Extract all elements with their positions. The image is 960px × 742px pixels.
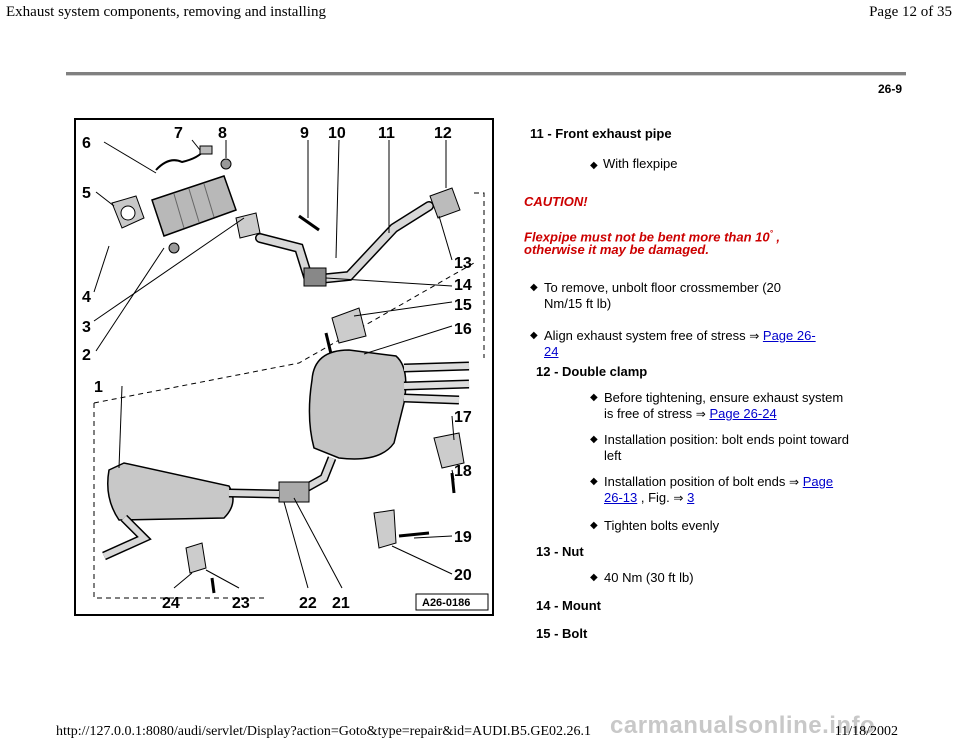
flexpipe [303,267,327,287]
callout-20: 20 [454,567,472,584]
callout-23: 23 [232,595,250,612]
callout-3: 3 [82,319,91,336]
link-page-26-13[interactable]: Page [802,474,834,489]
diamond-bullet-icon: ◆ [590,572,598,583]
callout-22: 22 [299,595,317,612]
callout-1: 1 [94,379,103,396]
callout-10: 10 [328,125,346,142]
arrow-right-icon: ⇒ [673,491,684,505]
diamond-bullet-icon: ◆ [590,392,598,403]
footer-url: http://127.0.0.1:8080/audi/servlet/Displ… [56,724,591,739]
arrow-right-icon: ⇒ [749,329,760,343]
callout-16: 16 [454,321,472,338]
item-12-bullet-bolt-ends: ◆ Installation position of bolt ends ⇒ P… [590,474,834,505]
caution-text: Flexpipe must not be bent more than 10° … [524,229,781,245]
callout-18: 18 [454,463,472,480]
callout-5: 5 [82,185,91,202]
lambda-sensor-connector [199,145,213,155]
callout-4: 4 [82,289,91,306]
callout-15: 15 [454,297,472,314]
link-page-26-24[interactable]: Page 26- [762,328,816,343]
arrow-right-icon: ⇒ [695,407,706,421]
callout-9: 9 [300,125,309,142]
caution-label: CAUTION! [524,194,588,209]
link-page-26-24-cont[interactable]: 24 [544,344,559,359]
item-12-bullet-tightening: ◆ Before tightening, ensure exhaust syst… [590,390,844,421]
section-page-number: 26-9 [877,82,902,96]
footer-date: 11/18/2002 [834,724,898,739]
item-15-title: 15 - Bolt [536,626,588,641]
callout-7: 7 [174,125,183,142]
item-14-title: 14 - Mount [536,598,601,613]
link-page-26-13-cont[interactable]: 26-13 [604,490,638,505]
callout-11: 11 [378,125,395,142]
arrow-right-icon: ⇒ [789,475,800,489]
callout-14: 14 [454,277,472,294]
diamond-bullet-icon: ◆ [590,434,598,445]
item-12-bullet-tighten-evenly: ◆ Tighten bolts evenly [590,518,720,533]
rear-muffler [308,349,407,460]
item-11-title: 11 - Front exhaust pipe [530,126,672,141]
figure-code: A26-0186 [422,597,470,609]
callout-19: 19 [454,529,472,546]
bullet-align-exhaust: ◆ Align exhaust system free of stress ⇒ … [530,328,816,359]
document-title: Exhaust system components, removing and … [6,4,326,20]
item-13-bullet: ◆ 40 Nm (30 ft lb) [590,570,694,585]
link-page-26-24-b[interactable]: Page 26-24 [709,406,777,421]
link-fig-3[interactable]: 3 [687,490,695,505]
watermark: carmanualsonline.info [610,712,876,739]
callout-21: 21 [332,595,350,612]
exhaust-diagram: 6 7 8 9 10 11 12 5 4 3 2 1 13 14 15 16 1… [74,118,494,616]
header-rule [66,72,906,76]
callout-6: 6 [82,135,91,152]
callout-2: 2 [82,347,91,364]
page-header: Exhaust system components, removing and … [0,0,960,26]
caution-text-line2: otherwise it may be damaged. [524,242,709,257]
callout-8: 8 [218,125,227,142]
item-12-title: 12 - Double clamp [536,364,648,379]
callout-12: 12 [434,125,452,142]
item-12-bullet-position: ◆ Installation position: bolt ends point… [590,432,849,463]
diamond-bullet-icon: ◆ [590,520,598,531]
diamond-bullet-icon: ◆ [590,476,598,487]
page-indicator: Page 12 of 35 [869,4,952,20]
callout-17: 17 [454,409,472,426]
bullet-remove-crossmember: ◆ To remove, unbolt floor crossmember (2… [530,280,781,311]
diamond-bullet-icon: ◆ [530,330,538,341]
item-11-bullet: ◆With flexpipe [590,156,677,174]
callout-24: 24 [162,595,180,612]
diamond-bullet-icon: ◆ [590,160,598,171]
callout-13: 13 [454,255,472,272]
item-13-title: 13 - Nut [536,544,584,559]
diamond-bullet-icon: ◆ [530,282,538,293]
